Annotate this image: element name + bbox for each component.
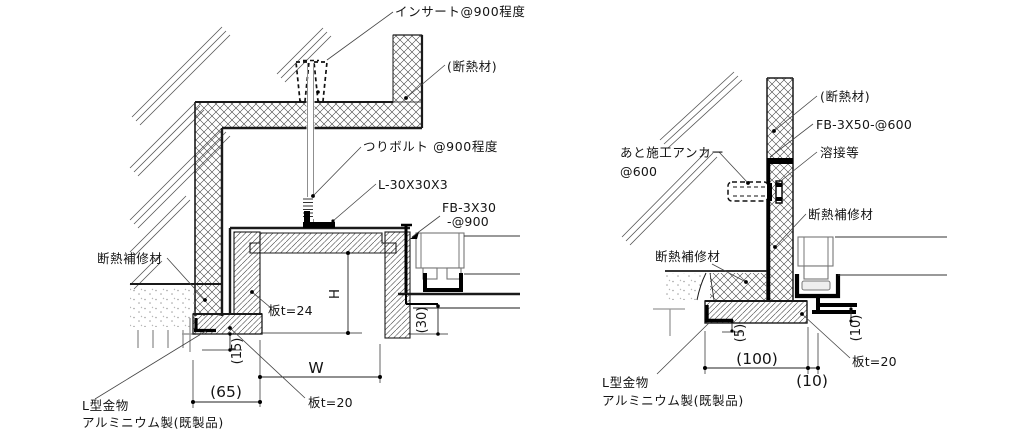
l-angle-fitting-right xyxy=(705,305,733,323)
suspension-assembly xyxy=(295,59,335,228)
l-angle-fitting xyxy=(194,318,216,333)
label-angle-l30: L-30X30X3 xyxy=(378,177,448,192)
dim-10-side: (10) xyxy=(849,315,864,342)
dimensions-left xyxy=(192,253,448,408)
dim-100: (100) xyxy=(736,350,778,368)
label-anchor-2: @600 xyxy=(620,164,657,179)
dim-W: W xyxy=(308,359,323,377)
dim-30: (30) xyxy=(415,307,430,334)
door-rail-assembly xyxy=(398,223,520,309)
dim-10-bottom: (10) xyxy=(796,372,828,390)
label-board-t24: 板t=24 xyxy=(268,303,313,318)
dimension-dots-left xyxy=(191,251,440,404)
label-l-fitting-right-1: L型金物 xyxy=(602,375,649,390)
label-welding: 溶接等 xyxy=(820,145,859,160)
rail-channel xyxy=(423,273,463,292)
top-board-t24 xyxy=(249,232,397,254)
dim-H: H xyxy=(327,289,343,299)
dim-5: (5) xyxy=(733,324,748,342)
label-insulation-repair-left: 断熱補修材 xyxy=(97,251,163,266)
label-board-t20-left: 板t=20 xyxy=(308,395,353,410)
leader-dots-right xyxy=(744,129,804,316)
label-insert: インサート@900程度 xyxy=(395,4,525,19)
label-l-fitting-left-1: L型金物 xyxy=(82,398,129,413)
label-fb3x30: FB-3X30 xyxy=(442,200,496,215)
post-installed-anchor xyxy=(727,180,783,204)
dim-65: (65) xyxy=(210,383,242,401)
label-insulation-repair-upper: 断熱補修材 xyxy=(808,207,874,222)
hanging-box xyxy=(192,226,411,339)
bolt-thread-coil xyxy=(303,198,313,217)
leader-dots-left xyxy=(203,96,419,330)
label-insulation-left: (断熱材) xyxy=(447,59,497,74)
door-rail-assembly-right xyxy=(794,236,947,314)
dimension-dots-right xyxy=(703,307,853,370)
diagonal-reference-lines-right xyxy=(621,71,743,246)
neighbor-structure xyxy=(653,308,685,336)
label-insulation-right: (断熱材) xyxy=(820,89,870,104)
label-anchor-1: あと施工アンカー xyxy=(620,145,724,160)
leader-lines-left xyxy=(94,11,446,400)
leader-lines-right xyxy=(656,95,851,375)
steel-angle-l30 xyxy=(303,222,335,228)
door-panel xyxy=(415,232,465,269)
label-fb3x50: FB-3X50-@600 xyxy=(816,117,912,132)
label-fb3x30-pitch: -@900 xyxy=(447,214,489,229)
label-l-fitting-right-2: アルミニウム製(既製品) xyxy=(602,393,744,408)
dim-15: (15) xyxy=(230,338,245,365)
insert-anchor xyxy=(295,61,310,102)
right-detail-drawing: (断熱材) FB-3X50-@600 溶接等 あと施工アンカー @600 断熱補… xyxy=(602,71,947,408)
floor-and-shelf xyxy=(653,270,808,336)
label-board-t20-right: 板t=20 xyxy=(852,354,897,369)
label-insulation-repair-lower: 断熱補修材 xyxy=(655,249,721,264)
left-detail-drawing: インサート@900程度 (断熱材) つりボルト @900程度 L-30X30X3… xyxy=(82,4,525,430)
label-l-fitting-left-2: アルミニウム製(既製品) xyxy=(82,415,224,430)
floor-finish xyxy=(130,283,222,352)
label-hanging-bolt: つりボルト @900程度 xyxy=(363,139,498,154)
